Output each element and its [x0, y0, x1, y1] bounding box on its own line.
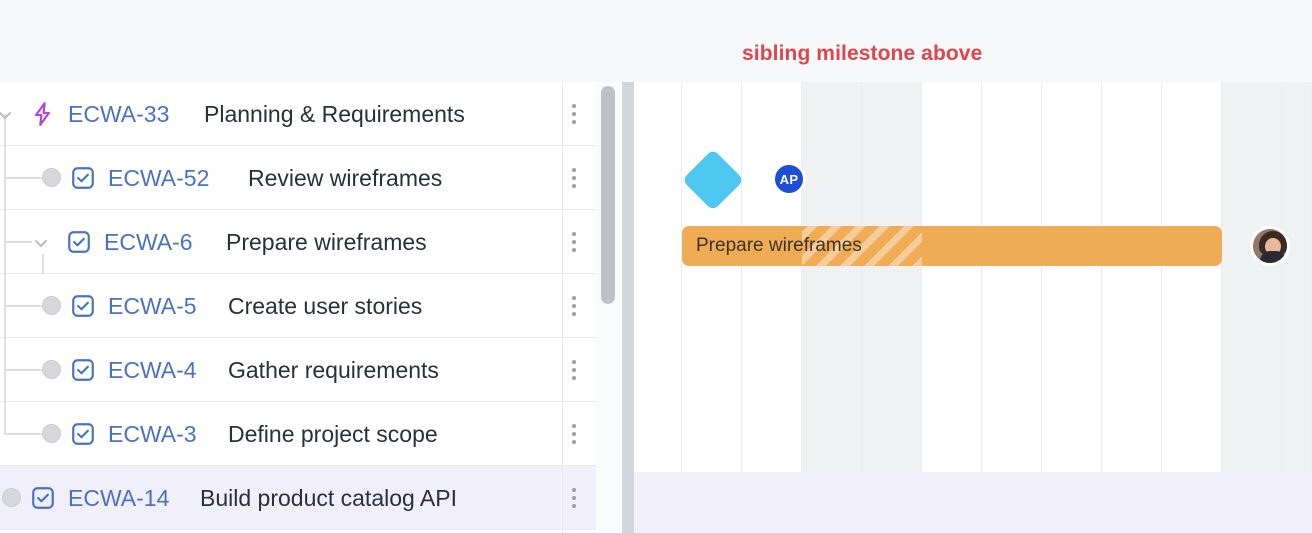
table-row[interactable]: ECWA-3 Define project scope: [0, 401, 600, 466]
node-dot-icon[interactable]: [42, 168, 61, 187]
column-divider: [562, 82, 563, 533]
timeline-panel[interactable]: AP Prepare wireframes: [634, 82, 1312, 533]
timeline-selected-row: [634, 472, 1312, 533]
issue-summary[interactable]: Prepare wireframes: [226, 229, 427, 255]
table-row[interactable]: ECWA-5 Create user stories: [0, 273, 600, 339]
gantt-bar-label: Prepare wireframes: [696, 235, 862, 256]
issue-summary[interactable]: Planning & Requirements: [204, 101, 465, 127]
timeline-column-weekend: [1222, 82, 1282, 533]
tree-guide: [4, 241, 32, 243]
issue-summary[interactable]: Review wireframes: [248, 165, 443, 191]
timeline-column: [634, 82, 682, 533]
timeline-header-band: [634, 0, 1312, 82]
issue-key[interactable]: ECWA-14: [68, 485, 170, 511]
node-dot-icon[interactable]: [2, 488, 21, 507]
timeline-column: [1042, 82, 1102, 533]
row-menu-button[interactable]: [562, 230, 586, 254]
issue-summary[interactable]: Gather requirements: [228, 357, 439, 383]
table-row[interactable]: ECWA-14 Build product catalog API: [0, 466, 600, 530]
issue-key[interactable]: ECWA-52: [108, 165, 210, 191]
timeline-column: [1162, 82, 1222, 533]
timeline-column: [922, 82, 982, 533]
panel-resize-handle[interactable]: [622, 82, 634, 533]
epic-bolt-icon: [30, 101, 56, 127]
gantt-bar[interactable]: Prepare wireframes: [682, 226, 1222, 266]
annotation-label: sibling milestone above: [742, 42, 983, 65]
issue-key[interactable]: ECWA-33: [68, 101, 170, 127]
issue-key[interactable]: ECWA-5: [108, 293, 197, 319]
row-menu-button[interactable]: [562, 294, 586, 318]
vertical-scrollbar-thumb[interactable]: [601, 86, 615, 304]
issue-key[interactable]: ECWA-4: [108, 357, 197, 383]
row-menu-button[interactable]: [562, 166, 586, 190]
tree-guide: [4, 305, 48, 307]
chevron-down-icon[interactable]: [32, 234, 50, 252]
table-row[interactable]: ECWA-6 Prepare wireframes: [0, 209, 600, 276]
timeline-column-weekend: [1282, 82, 1312, 533]
timeline-column-weekend: [862, 82, 922, 533]
table-row[interactable]: ECWA-52 Review wireframes: [0, 145, 600, 211]
tree-guide: [4, 401, 6, 435]
task-checkbox-icon: [66, 229, 92, 255]
timeline-column-weekend: [802, 82, 862, 533]
timeline-column: [982, 82, 1042, 533]
task-checkbox-icon: [70, 357, 96, 383]
timeline-column: [682, 82, 742, 533]
node-dot-icon[interactable]: [42, 360, 61, 379]
tree-guide: [42, 254, 44, 276]
assignee-initials-avatar[interactable]: AP: [772, 162, 806, 196]
node-dot-icon[interactable]: [42, 424, 61, 443]
task-checkbox-icon: [70, 293, 96, 319]
issue-summary[interactable]: Create user stories: [228, 293, 423, 319]
chevron-down-icon[interactable]: [0, 106, 14, 124]
gantt-progress-stripes: [802, 226, 922, 266]
row-menu-button[interactable]: [562, 102, 586, 126]
node-dot-icon[interactable]: [42, 296, 61, 315]
timeline-column: [1102, 82, 1162, 533]
task-checkbox-icon: [70, 421, 96, 447]
issue-summary[interactable]: Build product catalog API: [200, 485, 457, 511]
timeline-column: [742, 82, 802, 533]
task-checkbox-icon: [70, 165, 96, 191]
issue-key[interactable]: ECWA-6: [104, 229, 193, 255]
issue-summary[interactable]: Define project scope: [228, 421, 438, 447]
tree-guide: [4, 369, 48, 371]
task-checkbox-icon: [30, 485, 56, 511]
tree-guide: [4, 433, 48, 435]
assignee-avatar-photo[interactable]: [1250, 226, 1290, 266]
issue-tree-panel[interactable]: ECWA-33 Planning & Requirements ECWA-52 …: [0, 82, 600, 533]
table-row[interactable]: ECWA-4 Gather requirements: [0, 337, 600, 403]
issue-key[interactable]: ECWA-3: [108, 421, 197, 447]
row-menu-button[interactable]: [562, 358, 586, 382]
row-menu-button[interactable]: [562, 486, 586, 510]
tree-guide: [4, 177, 48, 179]
tree-guide: [4, 114, 6, 147]
row-menu-button[interactable]: [562, 422, 586, 446]
table-row[interactable]: ECWA-33 Planning & Requirements: [0, 82, 600, 147]
